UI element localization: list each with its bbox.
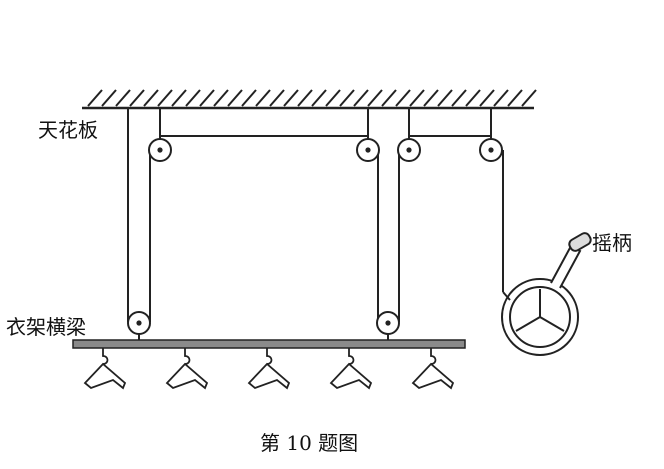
beam-label: 衣架横梁 [6, 315, 86, 339]
clothes-hanger-icon [329, 348, 373, 390]
clothes-hanger-icon [83, 348, 127, 390]
beam-pulleys [127, 311, 400, 335]
handle-label: 摇柄 [592, 231, 632, 255]
pulley-supports [159, 108, 492, 140]
rope-to-crank [502, 291, 511, 301]
clothes-hanger-icon [247, 348, 291, 390]
ropes [127, 108, 511, 322]
crank-wheel-icon [501, 232, 592, 356]
ceiling-label: 天花板 [38, 118, 98, 142]
figure-caption: 第 10 题图 [260, 431, 359, 455]
ceiling-pulleys [148, 138, 503, 162]
rack-beam [72, 334, 466, 349]
pulley-icon [127, 311, 151, 335]
ceiling [82, 89, 537, 110]
clothes-hanger-icon [165, 348, 209, 390]
pulley-icon [356, 138, 380, 162]
hangers [83, 348, 455, 390]
pulley-icon [148, 138, 172, 162]
ceiling-hatching [87, 89, 537, 107]
clothes-hanger-icon [411, 348, 455, 390]
pulley-icon [479, 138, 503, 162]
pulley-icon [376, 311, 400, 335]
pulley-icon [397, 138, 421, 162]
